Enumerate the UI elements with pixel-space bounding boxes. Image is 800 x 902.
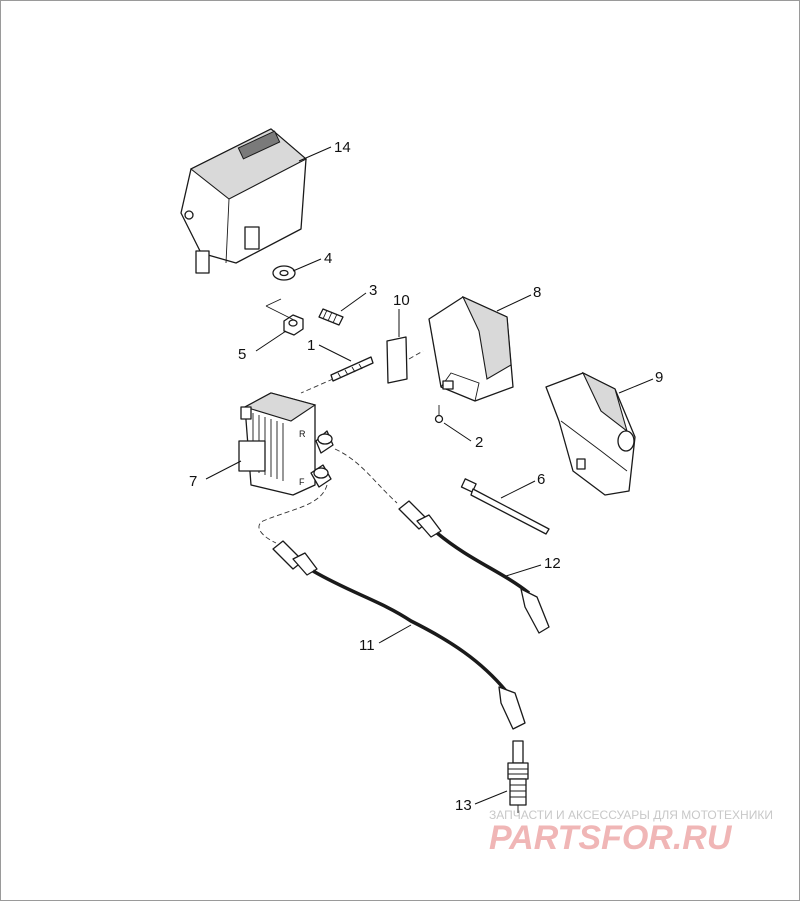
callout-8: 8 [533, 284, 541, 301]
callout-2: 2 [475, 434, 483, 451]
screw-part-2 [434, 405, 444, 424]
leader-2 [443, 422, 472, 442]
leader-3 [340, 292, 367, 312]
callout-4: 4 [324, 250, 332, 267]
leader-9 [618, 378, 654, 394]
bolt-part-1 [330, 356, 374, 382]
callout-7: 7 [189, 473, 197, 490]
gasket-part-10 [386, 336, 408, 384]
watermark-logo: PARTSFOR.RU [489, 819, 733, 857]
callout-12: 12 [544, 555, 561, 572]
coil-cover-part-8 [428, 295, 514, 402]
leader-6 [500, 480, 536, 499]
leader-14 [298, 146, 332, 162]
bolt-alignment-line [300, 378, 334, 394]
leader-4 [292, 258, 322, 272]
side-cover-part-9 [545, 371, 636, 496]
rear-lead-alignment-line [334, 448, 398, 504]
coil-terminal-front-label: F [299, 477, 305, 487]
spark-plug-part-13 [507, 740, 529, 813]
watermark-tagline: ЗАПЧАСТИ И АКСЕССУАРЫ ДЛЯ МОТОТЕХНИКИ [489, 808, 773, 822]
callout-13: 13 [455, 797, 472, 814]
callout-6: 6 [537, 471, 545, 488]
leader-7 [205, 460, 242, 480]
washer-part-4 [272, 265, 296, 281]
leader-13 [474, 790, 508, 805]
coil-terminal-rear-label: R [299, 429, 306, 439]
callout-5: 5 [238, 346, 246, 363]
ignition-coil-part-7: R F [238, 392, 334, 496]
callout-9: 9 [655, 369, 663, 386]
leader-12 [505, 564, 542, 577]
callout-10: 10 [393, 292, 410, 309]
gasket-alignment-line [408, 350, 424, 360]
leader-8 [496, 294, 532, 312]
callout-3: 3 [369, 282, 377, 299]
leader-5 [255, 330, 287, 352]
stud-part-3 [318, 308, 344, 326]
front-lead-alignment-line [258, 484, 328, 544]
leader-1 [318, 344, 352, 362]
cable-tie-part-6 [460, 478, 550, 535]
assembly-bracket-line [265, 298, 297, 322]
ignition-module-part-14 [180, 128, 307, 274]
callout-1: 1 [307, 337, 315, 354]
spark-plug-wire-part-11 [272, 540, 526, 730]
spark-plug-wire-part-12 [398, 500, 550, 634]
callout-14: 14 [334, 139, 351, 156]
leader-11 [378, 624, 412, 644]
callout-11: 11 [359, 637, 375, 654]
nut-part-5 [283, 314, 304, 336]
